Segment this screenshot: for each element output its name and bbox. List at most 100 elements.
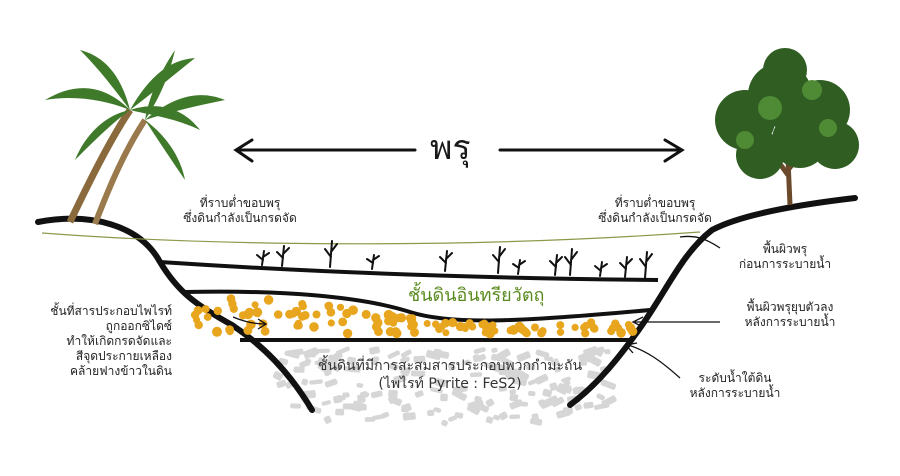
stump bbox=[564, 248, 578, 276]
yellow-dot bbox=[383, 309, 394, 320]
speckle bbox=[600, 379, 617, 390]
speckle bbox=[447, 362, 456, 371]
yellow-dot bbox=[289, 310, 297, 318]
speckle bbox=[388, 395, 396, 404]
yellow-dot bbox=[461, 324, 469, 332]
speckle bbox=[525, 363, 536, 371]
speckle bbox=[430, 386, 443, 394]
yellow-dot bbox=[298, 302, 307, 311]
speckle bbox=[578, 351, 592, 362]
speckle bbox=[463, 359, 471, 366]
water-table-label: ระดับน้ำใต้ดิน หลังการระบายน้ำ bbox=[689, 371, 781, 400]
yellow-dot bbox=[251, 301, 259, 309]
speckle bbox=[498, 367, 513, 376]
yellow-dot bbox=[394, 313, 403, 323]
surface-after-label: พื้นผิวพรุยุบตัวลง หลังการระบายน้ำ bbox=[744, 300, 836, 329]
yellow-dot bbox=[244, 307, 255, 318]
dead-stump-icon bbox=[256, 240, 653, 279]
speckle bbox=[299, 360, 308, 369]
speckle bbox=[557, 383, 573, 394]
basin-outline-right bbox=[567, 195, 858, 408]
yellow-dot bbox=[213, 306, 222, 316]
speckle bbox=[491, 347, 498, 353]
oxidized-layer-note: ชั้นที่สารประกอบไพไรท์ ถูกออกซิไดซ์ ทำให… bbox=[50, 304, 172, 378]
left-lowland-label: ที่ราบต่ำขอบพรุ ซึ่งดินกำลังเป็นกรดจัด bbox=[183, 196, 297, 225]
stump bbox=[512, 259, 526, 275]
stump bbox=[324, 240, 338, 268]
speckle bbox=[494, 348, 511, 362]
speckle bbox=[388, 362, 399, 371]
yellow-dot bbox=[336, 303, 345, 311]
speckle bbox=[498, 386, 507, 392]
speckle bbox=[335, 408, 345, 416]
speckle bbox=[369, 346, 380, 355]
speckle bbox=[324, 378, 338, 388]
speckle bbox=[414, 390, 424, 398]
yellow-dot bbox=[342, 308, 352, 319]
speckle bbox=[303, 347, 319, 359]
speckle bbox=[402, 403, 412, 413]
speckle bbox=[331, 362, 342, 372]
stump bbox=[492, 246, 506, 274]
yellow-dot bbox=[246, 319, 256, 330]
speckle bbox=[321, 400, 331, 406]
speckle bbox=[528, 390, 536, 397]
yellow-dot bbox=[407, 316, 416, 326]
speckle bbox=[534, 373, 549, 385]
yellow-dot bbox=[212, 326, 222, 337]
speckle bbox=[400, 349, 412, 358]
speckle bbox=[448, 415, 457, 422]
speckle bbox=[528, 378, 539, 386]
yellow-dot bbox=[491, 327, 499, 335]
yellow-dot bbox=[531, 323, 539, 332]
yellow-dot bbox=[309, 322, 319, 332]
speckle bbox=[317, 361, 332, 371]
yellow-dot bbox=[385, 327, 395, 337]
speckle bbox=[290, 403, 302, 409]
speckle bbox=[427, 409, 435, 417]
basin-outline bbox=[35, 215, 315, 413]
yellow-dot bbox=[229, 304, 238, 313]
speckle bbox=[393, 373, 407, 384]
speckle bbox=[434, 378, 447, 388]
yellow-dot bbox=[201, 305, 210, 314]
speckle bbox=[316, 348, 330, 354]
speckle bbox=[276, 379, 287, 388]
speckle bbox=[364, 417, 376, 422]
yellow-dot bbox=[423, 320, 431, 327]
stump bbox=[439, 250, 453, 272]
stump bbox=[276, 245, 290, 267]
palm-tree-icon bbox=[45, 50, 225, 226]
yellow-dot bbox=[301, 311, 310, 320]
speckle bbox=[402, 412, 416, 421]
speckle bbox=[554, 366, 561, 373]
yellow-dot bbox=[327, 319, 335, 327]
speckle bbox=[509, 388, 517, 395]
speckle bbox=[538, 399, 546, 407]
yellow-dot bbox=[628, 326, 638, 336]
yellow-dot bbox=[556, 328, 565, 336]
speckle bbox=[343, 365, 354, 373]
speckle bbox=[411, 370, 426, 377]
speckle bbox=[346, 356, 357, 366]
speckle bbox=[370, 390, 383, 399]
yellow-dot bbox=[582, 321, 590, 330]
yellow-dot bbox=[373, 318, 383, 328]
yellow-dot bbox=[590, 324, 599, 333]
speckle bbox=[594, 346, 605, 355]
speckle bbox=[352, 400, 366, 409]
stump bbox=[256, 250, 270, 266]
speckle bbox=[500, 357, 514, 368]
speckle bbox=[400, 356, 410, 364]
yellow-dot bbox=[252, 307, 263, 318]
speckle bbox=[550, 358, 560, 367]
speckle bbox=[413, 355, 426, 363]
speckle bbox=[544, 356, 554, 362]
yellow-dot bbox=[608, 324, 617, 332]
speckle bbox=[601, 395, 617, 408]
speckle bbox=[451, 388, 468, 401]
yellow-dot bbox=[538, 327, 547, 335]
speckle bbox=[272, 371, 284, 381]
yellow-dot bbox=[273, 310, 283, 319]
